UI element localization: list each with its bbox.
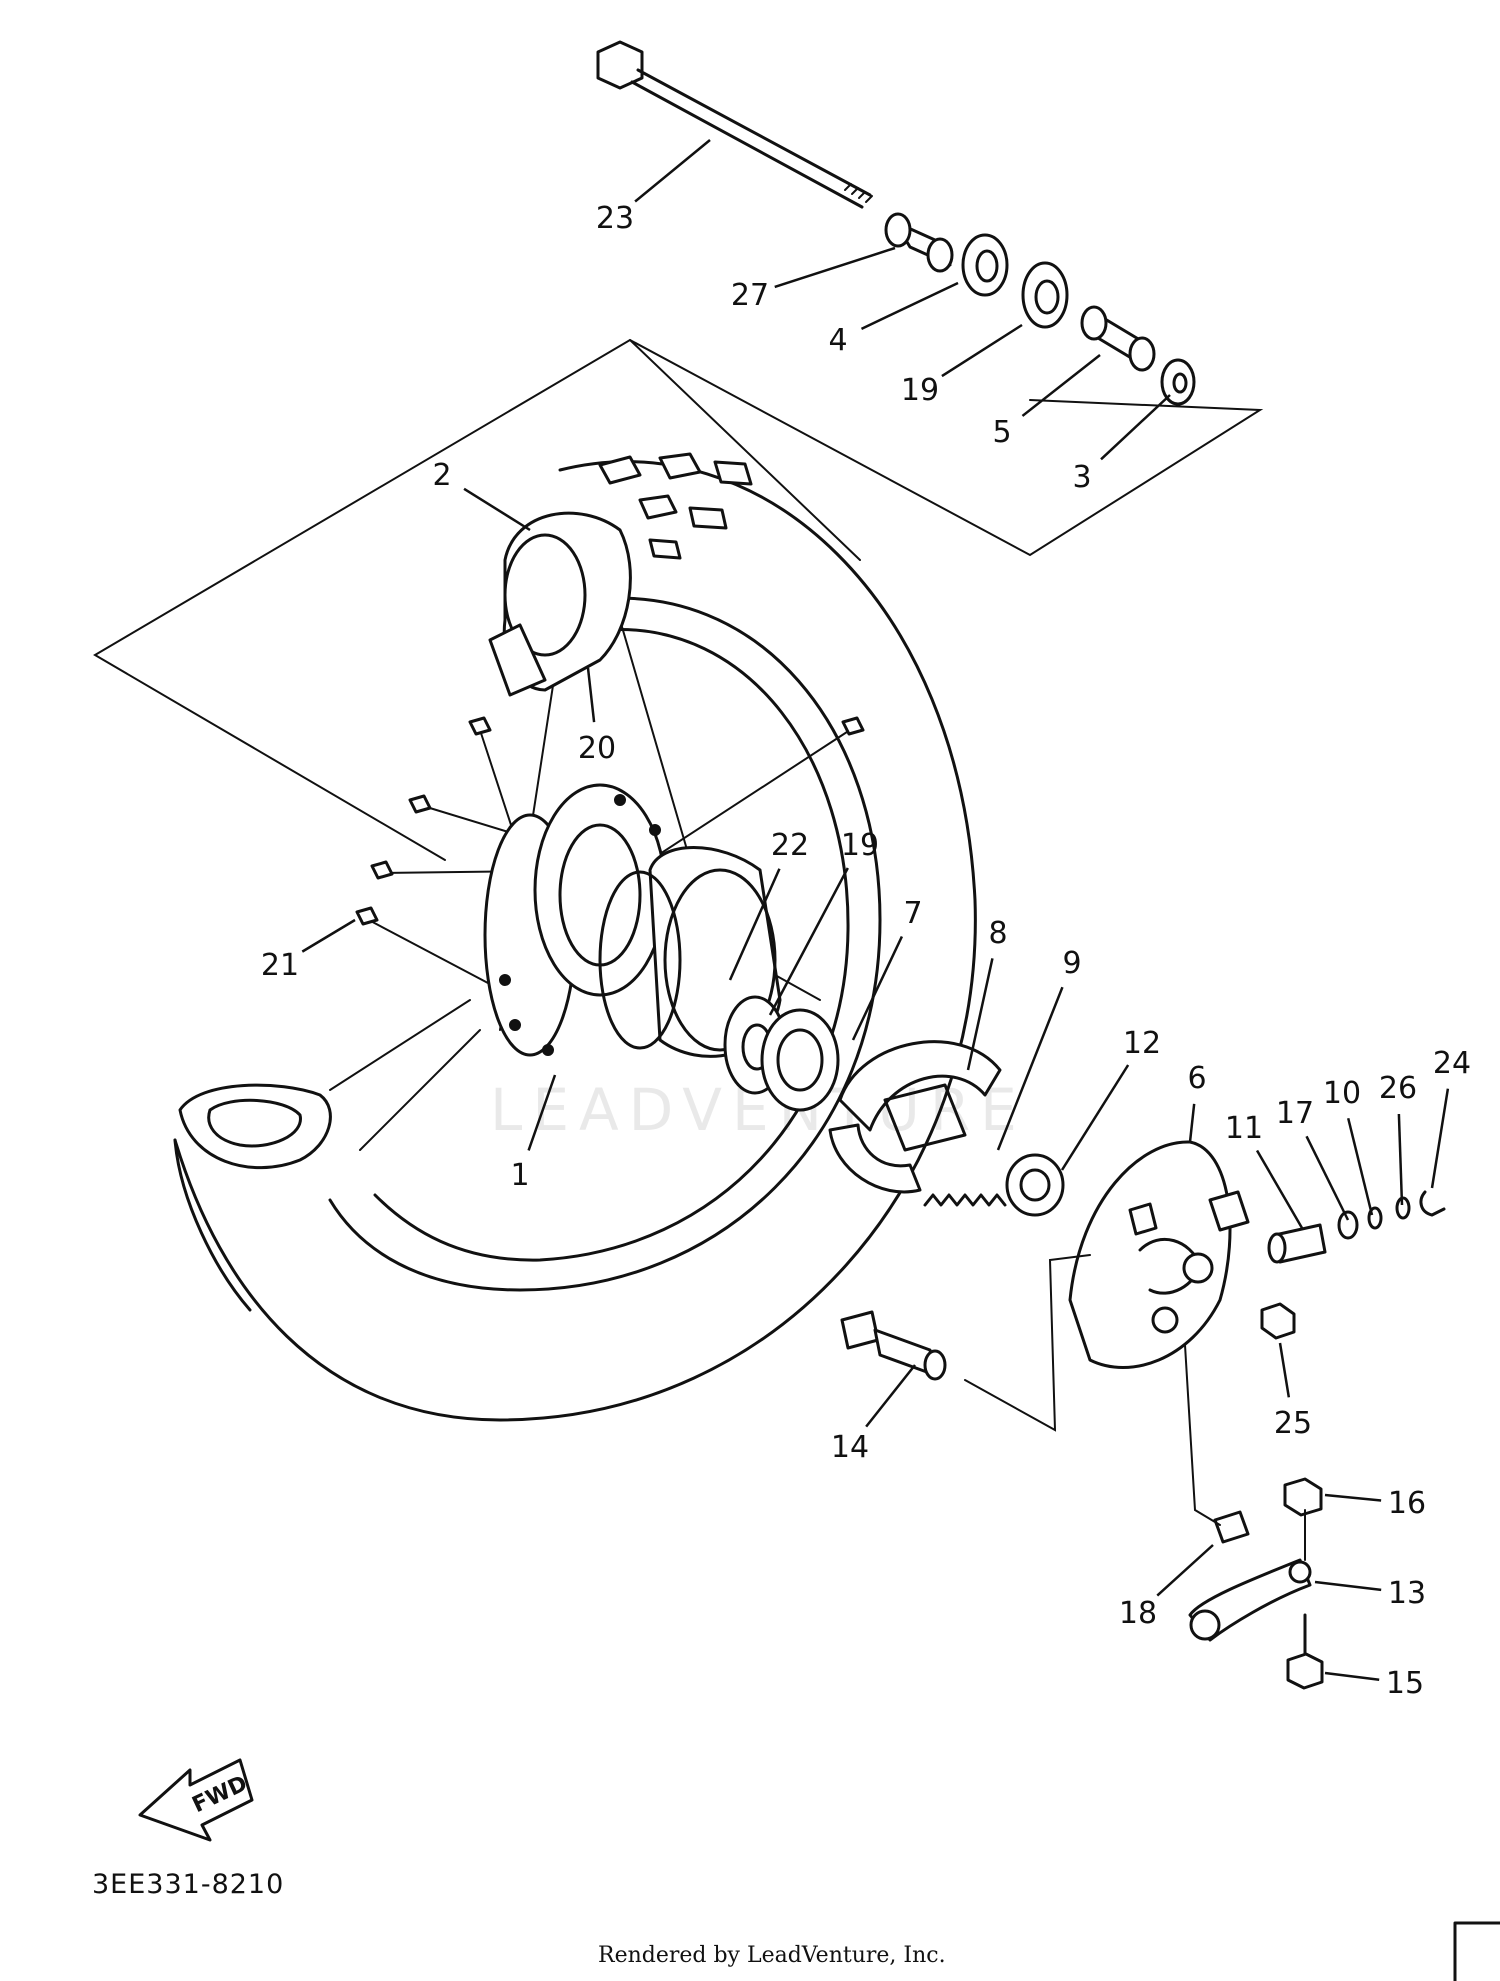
callout-27: 27 [731, 278, 769, 313]
callout-3: 3 [1072, 460, 1091, 495]
tube-2 [488, 511, 632, 697]
spacer-5 [1080, 305, 1156, 372]
callout-8: 8 [988, 916, 1007, 951]
leader-line-8 [966, 958, 994, 1071]
washer-17 [1337, 1210, 1359, 1240]
brake-shoe-plate-6 [1068, 1140, 1250, 1369]
washer-18 [1213, 1510, 1250, 1544]
callout-11: 11 [1225, 1111, 1263, 1146]
circlip-10 [1367, 1206, 1383, 1230]
callout-14: 14 [831, 1430, 869, 1465]
axle-shaft [596, 40, 873, 209]
leader-line-14 [865, 1364, 916, 1428]
callout-1: 1 [510, 1158, 529, 1193]
leader-line-9 [996, 986, 1064, 1151]
leader-line-6 [1188, 1103, 1196, 1143]
leader-line-19b [768, 867, 849, 1016]
leader-line-19 [941, 323, 1023, 378]
valve-guide-line [964, 1254, 1091, 1432]
leader-line-20 [586, 667, 596, 723]
callout-12: 12 [1123, 1026, 1161, 1061]
callout-17: 17 [1276, 1096, 1314, 1131]
leader-line-11 [1255, 1149, 1304, 1229]
callout-20: 20 [578, 731, 616, 766]
callout-23: 23 [596, 201, 634, 236]
callout-7: 7 [903, 896, 922, 931]
hub-1 [483, 783, 667, 1057]
clip-24 [1419, 1190, 1446, 1217]
leader-line-15 [1324, 1671, 1380, 1682]
leader-line-2 [463, 487, 531, 532]
leader-line-26 [1397, 1113, 1404, 1206]
assembly-guide-lines-2 [629, 339, 861, 561]
spoke-nipples [355, 716, 865, 926]
nut-16 [1283, 1477, 1323, 1517]
callout-25: 25 [1274, 1406, 1312, 1441]
leader-line-4 [860, 281, 959, 330]
callout-9: 9 [1062, 946, 1081, 981]
callout-13: 13 [1388, 1576, 1426, 1611]
leader-line-23 [634, 139, 711, 203]
collar-3 [1160, 358, 1196, 406]
leader-line-24 [1430, 1088, 1450, 1189]
footer-credit: Rendered by LeadVenture, Inc. [598, 1943, 946, 1968]
speedometer-gear-11 [1267, 1223, 1327, 1264]
leader-line-3 [1100, 394, 1171, 461]
callout-6: 6 [1187, 1061, 1206, 1096]
callout-21: 21 [261, 948, 299, 983]
leader-line-5 [1021, 354, 1101, 417]
callout-16: 16 [1388, 1486, 1426, 1521]
spring-9 [923, 1193, 1007, 1207]
bearing-19-top [1021, 261, 1069, 329]
assembly-guide-lines [93, 338, 1264, 861]
leader-line-1 [527, 1074, 557, 1151]
callout-24: 24 [1433, 1046, 1471, 1081]
callout-2: 2 [432, 458, 451, 493]
tire-valve-14 [840, 1310, 947, 1381]
nut-25 [1260, 1302, 1296, 1340]
leader-line-27 [774, 246, 896, 289]
bearing-4 [961, 233, 1009, 297]
callout-19: 19 [901, 373, 939, 408]
oil-seal-7 [760, 1008, 840, 1112]
leader-line-13 [1314, 1580, 1382, 1592]
callout-4: 4 [828, 323, 847, 358]
leader-line-18 [1156, 1544, 1214, 1597]
leader-line-10 [1346, 1117, 1374, 1216]
diagram-code: 3EE331-8210 [92, 1869, 284, 1900]
callout-19b: 19 [841, 828, 879, 863]
leader-line-21 [301, 918, 356, 953]
corner-bracket [1453, 1921, 1500, 1981]
camshaft-lever-13 [1188, 1558, 1312, 1642]
fwd-arrow-icon: FWD [138, 1758, 254, 1842]
callout-15: 15 [1386, 1666, 1424, 1701]
collar-27 [884, 212, 954, 273]
leader-line-25 [1278, 1342, 1291, 1398]
leader-line-16 [1324, 1493, 1382, 1502]
brake-shoe-8 [828, 1040, 1002, 1194]
camshaft-12 [1005, 1153, 1065, 1217]
leader-line-12 [1060, 1064, 1130, 1171]
bolt-15 [1286, 1613, 1324, 1690]
callout-18: 18 [1119, 1596, 1157, 1631]
wheel-tire [173, 452, 977, 1422]
callout-26: 26 [1379, 1071, 1417, 1106]
callout-10: 10 [1323, 1076, 1361, 1111]
leader-line-22 [728, 868, 781, 981]
callout-22: 22 [771, 828, 809, 863]
leader-line-7 [851, 935, 904, 1041]
callout-5: 5 [992, 415, 1011, 450]
leader-line-17 [1305, 1135, 1350, 1221]
lever-guide-line [1184, 1344, 1221, 1526]
